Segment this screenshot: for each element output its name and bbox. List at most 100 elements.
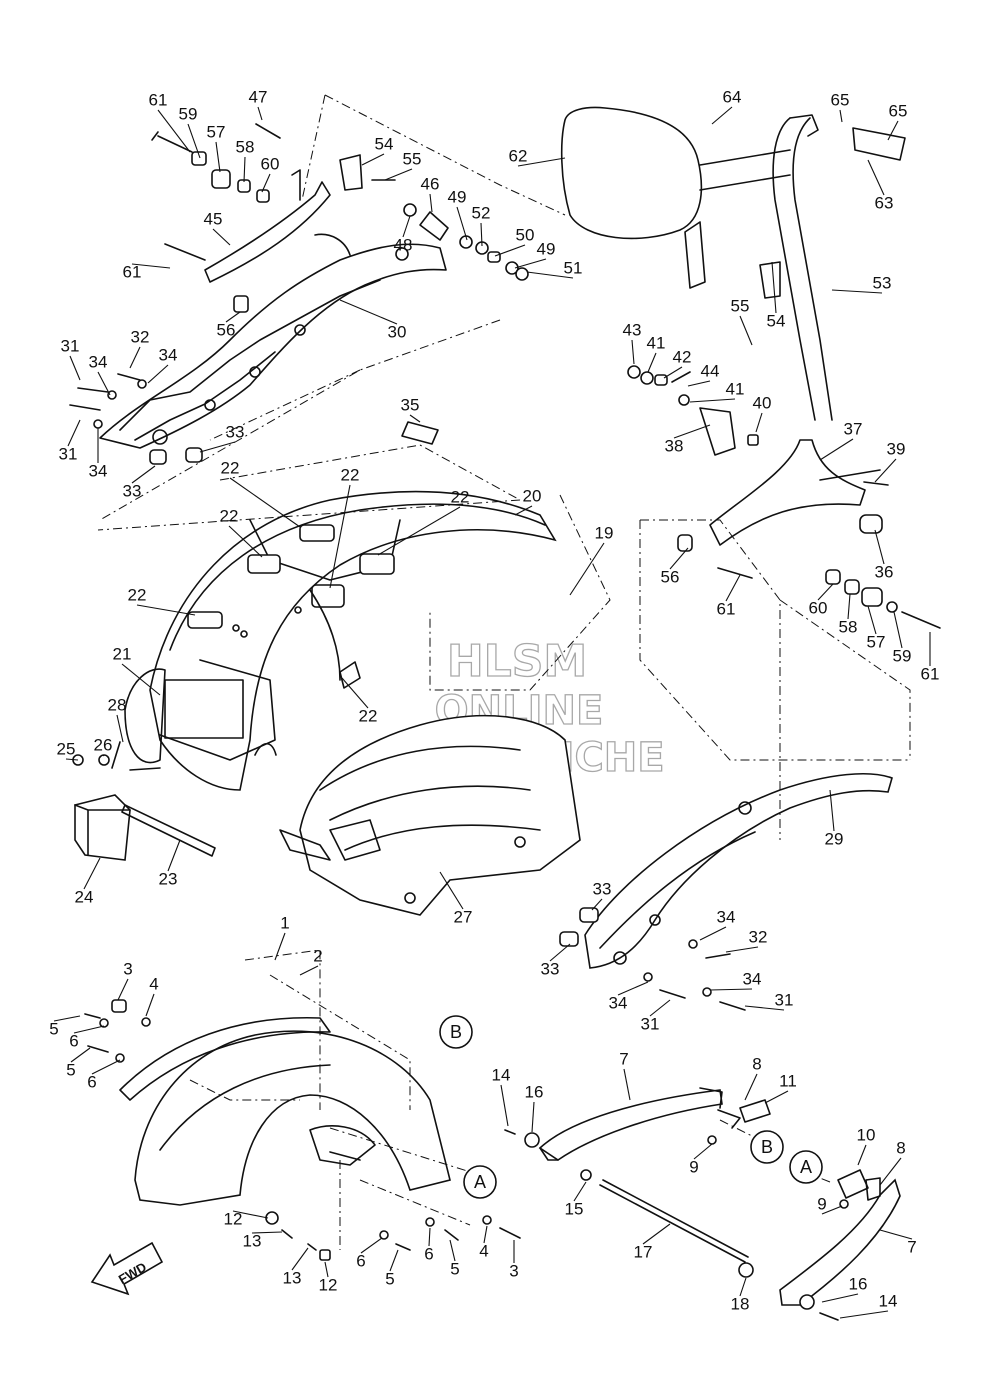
- callout-8: 8: [896, 1138, 905, 1157]
- callout-30: 30: [388, 322, 407, 341]
- callout-leader-43: [631, 339, 635, 365]
- callout-leader-12: [232, 1210, 269, 1219]
- callout-leader-22: [228, 525, 263, 558]
- callout-leader-58: [847, 593, 851, 620]
- callout-12: 12: [224, 1209, 243, 1228]
- callout-leader-32: [725, 946, 759, 953]
- callout-34: 34: [89, 461, 108, 480]
- callout-leader-5: [53, 1015, 81, 1022]
- hardware-middle-right: [627, 365, 941, 629]
- callout-leader-28: [116, 714, 124, 743]
- callout-22: 22: [359, 706, 378, 725]
- callout-49: 49: [537, 239, 556, 258]
- callout-leader-1: [274, 932, 286, 961]
- callout-65: 65: [889, 101, 908, 120]
- license-lamp: [72, 741, 216, 861]
- callout-leader-41: [689, 398, 736, 403]
- callout-22: 22: [451, 487, 470, 506]
- callout-leader-57: [867, 605, 877, 635]
- callout-16: 16: [849, 1274, 868, 1293]
- callout-34: 34: [609, 993, 628, 1012]
- callout-4: 4: [479, 1241, 488, 1260]
- callout-leader-33: [591, 898, 603, 911]
- callout-leader-5: [70, 1047, 91, 1063]
- callout-23: 23: [159, 869, 178, 888]
- callout-58: 58: [839, 617, 858, 636]
- callout-32: 32: [131, 327, 150, 346]
- callout-leader-31: [744, 1005, 785, 1011]
- callout-leader-45: [212, 228, 231, 246]
- callout-leader-25: [65, 758, 79, 761]
- callout-leader-17: [642, 1223, 671, 1245]
- callout-60: 60: [809, 598, 828, 617]
- callout-15: 15: [565, 1199, 584, 1218]
- callout-22: 22: [220, 506, 239, 525]
- callout-leader-9: [693, 1143, 713, 1160]
- callout-14: 14: [492, 1065, 511, 1084]
- callout-leader-55: [739, 315, 753, 346]
- callout-48: 48: [394, 235, 413, 254]
- callout-38: 38: [665, 436, 684, 455]
- callout-59: 59: [179, 104, 198, 123]
- ref-b-2: B: [761, 1137, 773, 1157]
- callout-leader-7: [623, 1068, 631, 1101]
- callout-leader-61: [725, 574, 741, 602]
- callout-5: 5: [66, 1060, 75, 1079]
- callout-49: 49: [448, 187, 467, 206]
- callout-leader-33: [199, 441, 236, 453]
- callout-24: 24: [75, 887, 94, 906]
- callout-7: 7: [907, 1237, 916, 1256]
- callout-18: 18: [731, 1294, 750, 1313]
- callout-leader-16: [821, 1293, 859, 1303]
- callout-21: 21: [113, 644, 132, 663]
- callout-31: 31: [641, 1014, 660, 1033]
- callout-leader-38: [673, 424, 711, 439]
- callout-leader-65: [887, 120, 899, 141]
- callout-16: 16: [525, 1082, 544, 1101]
- fender-stay-and-axle: [504, 1087, 901, 1321]
- callout-52: 52: [472, 203, 491, 222]
- rear-fender: [124, 490, 557, 791]
- callout-19: 19: [595, 523, 614, 542]
- callout-36: 36: [875, 562, 894, 581]
- callout-31: 31: [61, 336, 80, 355]
- callout-leader-54: [771, 261, 777, 314]
- callout-51: 51: [564, 258, 583, 277]
- callout-26: 26: [94, 735, 113, 754]
- callout-leader-47: [257, 106, 263, 121]
- callout-leader-37: [819, 438, 854, 461]
- callout-64: 64: [723, 87, 742, 106]
- callout-leader-19: [569, 542, 605, 596]
- callout-leader-4: [145, 993, 155, 1017]
- callout-32: 32: [749, 927, 768, 946]
- callout-6: 6: [424, 1244, 433, 1263]
- callout-44: 44: [701, 361, 720, 380]
- inner-fender: [279, 714, 581, 916]
- callout-10: 10: [857, 1125, 876, 1144]
- callout-leader-34: [617, 981, 649, 996]
- callout-42: 42: [673, 347, 692, 366]
- callout-leader-20: [514, 505, 533, 516]
- assembly-lines: [97, 94, 911, 1250]
- callout-leader-35: [409, 414, 421, 423]
- callout-leader-56: [669, 547, 689, 570]
- callout-33: 33: [541, 959, 560, 978]
- callout-leader-49: [514, 258, 547, 269]
- callout-leader-31: [67, 419, 81, 447]
- ref-a-1: A: [474, 1172, 486, 1192]
- callout-55: 55: [731, 296, 750, 315]
- callout-3: 3: [123, 959, 132, 978]
- callout-leader-65: [839, 109, 843, 123]
- callout-54: 54: [375, 134, 394, 153]
- callout-leader-18: [739, 1277, 747, 1297]
- callout-leader-13: [251, 1231, 283, 1234]
- callout-leader-56: [225, 311, 241, 323]
- callout-leader-16: [531, 1101, 535, 1133]
- callout-56: 56: [217, 320, 236, 339]
- callout-45: 45: [204, 209, 223, 228]
- callout-9: 9: [817, 1194, 826, 1213]
- callout-2: 2: [313, 946, 322, 965]
- callout-6: 6: [69, 1031, 78, 1050]
- callout-29: 29: [825, 829, 844, 848]
